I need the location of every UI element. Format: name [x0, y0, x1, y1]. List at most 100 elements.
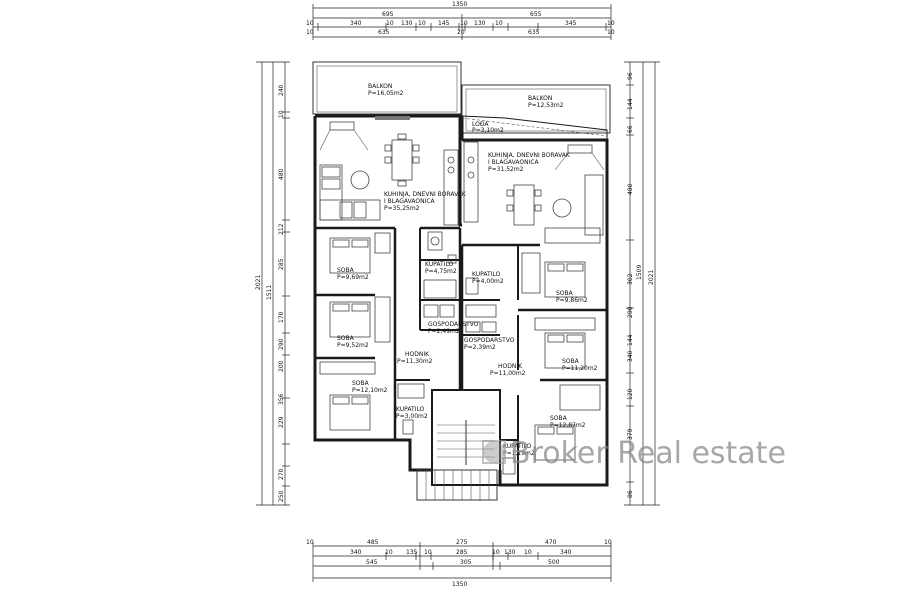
room-area: P=2,39m2 [464, 344, 496, 351]
dim-left-seg: 480 [278, 168, 285, 180]
room-area: P=11,00m2 [490, 370, 526, 377]
dim-left-seg: 229 [278, 416, 285, 428]
bathroom-left-1: KUPATILO P=4,75m2 [423, 231, 457, 299]
balcony-right: BALKON P=12,53m2 [461, 84, 611, 134]
room-area: P=16,05m2 [368, 90, 404, 97]
room-label: LOĐA [472, 121, 489, 128]
dim-top-seg: 10 [418, 20, 426, 27]
room-label: KUPATILO [503, 443, 532, 450]
bedroom-right-3: SOBA P=12,87m2 [534, 384, 601, 461]
dim-right-seg: 66 [627, 125, 634, 133]
bedroom-right-1: SOBA P=9,86m2 [521, 252, 588, 304]
bedroom-left-3: SOBA P=12,10m2 [319, 361, 388, 431]
dim-top-seg: 20 [457, 29, 465, 36]
interior-walls [315, 226, 607, 486]
dim-top-seg: 130 [474, 20, 486, 27]
room-area: P=12,87m2 [550, 422, 586, 429]
room-label: I BLAGAVAONICA [488, 159, 540, 166]
dim-right-seg: 290 [627, 306, 634, 318]
dim-bottom-seg: 545 [366, 559, 378, 566]
room-area: P=4,75m2 [425, 268, 457, 275]
dim-left-overall: 2021 [255, 275, 262, 290]
dim-left-seg: 250 [278, 490, 285, 502]
dim-top-seg: 10 [306, 29, 314, 36]
room-area: P=12,10m2 [352, 387, 388, 394]
dim-top-seg: 635 [528, 29, 540, 36]
dim-top-overall: 1350 [452, 1, 467, 8]
dim-right-seg: 379 [627, 428, 634, 440]
room-label: KUHINJA, DNEVNI BORAVAK [384, 191, 467, 198]
dim-right-seg: 144 [627, 334, 634, 346]
room-label: BALKON [528, 95, 552, 102]
dim-bottom-seg: 10 [604, 539, 612, 546]
dim-right-overall: 2021 [648, 270, 655, 285]
room-area: P=2,49m2 [428, 328, 460, 335]
dim-top-left-half: 695 [382, 11, 394, 18]
dim-left-seg: 356 [278, 393, 285, 405]
dim-right-total: 1509 [636, 265, 643, 280]
dim-bottom-seg: 10 [492, 549, 500, 556]
bathroom-left-2: KUPATILO P=3,00m2 [396, 383, 428, 435]
watermark: Broker Real estate [482, 436, 786, 471]
room-area: P=11,20m2 [562, 365, 598, 372]
room-area: P=35,25m2 [384, 205, 420, 212]
room-label: GOSPODARSTVO [464, 337, 515, 344]
dim-left-seg: 240 [278, 84, 285, 96]
room-label: SOBA [352, 380, 370, 387]
room-label: SOBA [337, 267, 355, 274]
bathroom-right-2: KUPATILO P=1,19m2 [502, 443, 535, 475]
dim-bottom-seg: 10 [306, 539, 314, 546]
dim-top-seg: 145 [438, 20, 450, 27]
dim-bottom-seg: 340 [350, 549, 362, 556]
room-label: HODNIK [405, 351, 430, 358]
dim-top-seg: 130 [401, 20, 413, 27]
room-area: P=9,52m2 [337, 342, 369, 349]
dim-top-right-half: 655 [530, 11, 542, 18]
dim-left-seg: 10 [278, 110, 285, 118]
dim-left-seg: 270 [278, 468, 285, 480]
left-dimensions: 2021 1511 240 10 480 212 285 170 290 200… [255, 61, 290, 506]
dim-top-seg: 10 [495, 20, 503, 27]
dim-bottom-overall: 1350 [452, 581, 467, 588]
room-label: SOBA [556, 290, 574, 297]
kitchen-right-furniture: KUHINJA, DNEVNI BORAVAK I BLAGAVAONICA P… [463, 141, 605, 244]
dim-top-seg: 635 [378, 29, 390, 36]
staircase [416, 420, 498, 501]
dim-top-seg: 10 [607, 20, 615, 27]
room-label: I BLAGAVAONICA [384, 198, 436, 205]
dim-right-seg: 86 [627, 490, 634, 498]
room-label: SOBA [337, 335, 355, 342]
dim-bottom-seg: 130 [504, 549, 516, 556]
dim-left-seg: 212 [278, 223, 285, 235]
utility-left: GOSPODARSTVO P=2,49m2 [423, 304, 479, 335]
dim-right-seg: 96 [627, 72, 634, 80]
dim-bottom-seg: 485 [367, 539, 379, 546]
room-label: GOSPODARSTVO [428, 321, 479, 328]
dim-bottom-seg: 275 [456, 539, 468, 546]
dim-top-seg: 10 [460, 20, 468, 27]
room-area: P=4,00m2 [472, 278, 504, 285]
room-area: P=3,10m2 [472, 127, 504, 134]
room-area: P=1,19m2 [503, 450, 535, 457]
room-area: P=31,52m2 [488, 166, 524, 173]
bedroom-left-1: SOBA P=9,69m2 [329, 232, 391, 281]
bedroom-left-2: SOBA P=9,52m2 [329, 296, 391, 349]
room-area: P=3,00m2 [396, 413, 428, 420]
room-label: KUPATILO [425, 261, 454, 268]
room-area: P=9,69m2 [337, 274, 369, 281]
right-dimensions: 1509 2021 96 144 66 480 302 290 144 340 … [624, 61, 660, 506]
room-label: SOBA [550, 415, 568, 422]
dim-top-seg: 10 [607, 29, 615, 36]
bedroom-right-2: SOBA P=11,20m2 [534, 317, 598, 372]
dim-top-seg: 10 [306, 20, 314, 27]
dim-left-seg: 200 [278, 360, 285, 372]
dim-bottom-seg: 285 [456, 549, 468, 556]
dim-bottom-seg: 10 [424, 549, 432, 556]
dim-bottom-seg: 10 [385, 549, 393, 556]
kitchen-left-furniture: KUHINJA, DNEVNI BORAVAK I BLAGAVAONICA P… [319, 116, 467, 226]
dim-top-seg: 345 [565, 20, 577, 27]
dim-right-seg: 120 [627, 388, 634, 400]
top-dimensions: 1350 695 655 10 340 10 130 10 145 10 130… [306, 1, 615, 40]
